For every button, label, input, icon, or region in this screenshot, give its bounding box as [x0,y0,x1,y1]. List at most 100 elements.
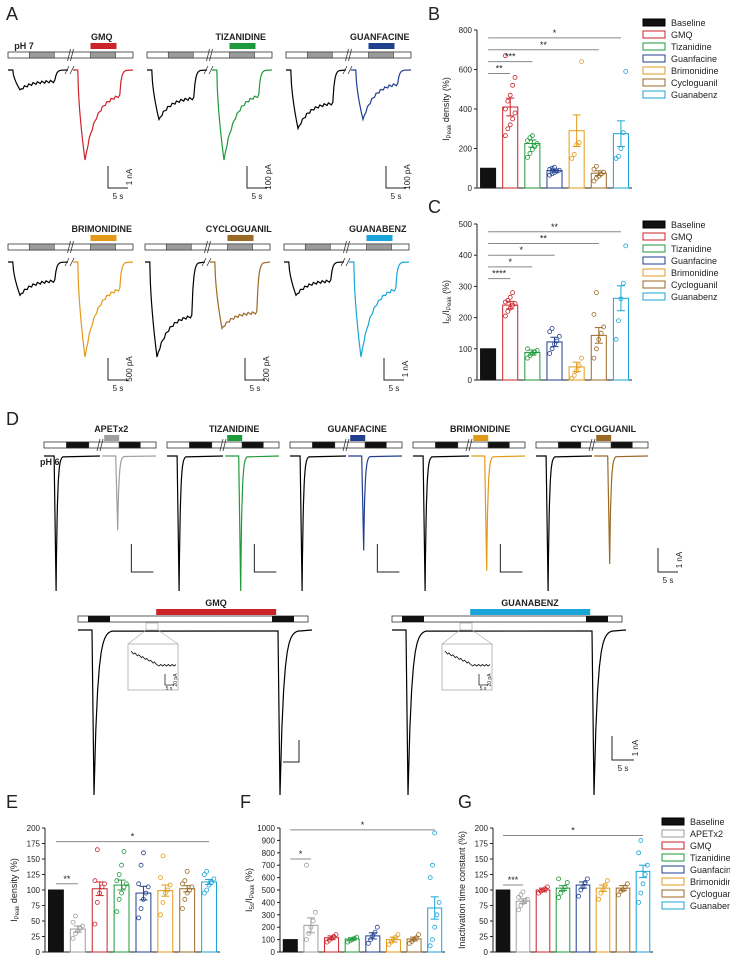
break-mark [206,48,210,62]
bar [157,890,174,953]
data-point [160,853,166,859]
inset-scale-y-label: 20 pA [173,673,179,687]
legend-label: APETx2 [690,829,723,839]
break-mark [209,48,213,62]
ph-protocol-bar [144,243,271,251]
ph-protocol-bar [391,615,623,623]
data-point [97,890,103,896]
bar [91,888,108,953]
data-point [432,830,438,836]
legend-label: Cycloguanil [671,78,718,88]
bar-group-baseline [495,889,511,953]
inset-scale-bar [164,674,174,686]
data-point [571,152,577,157]
legend-swatch [661,901,685,910]
ph-protocol-bar [289,441,403,449]
baseline-trace [286,69,347,131]
data-point [571,372,577,378]
data-point [502,313,508,319]
break-mark [591,438,596,452]
drug-application-bar [229,43,256,49]
y-tick-label: 300 [262,911,276,920]
legend-item-guanabenz: Guanabenz [642,292,718,302]
protocol-pulse [364,441,387,449]
break-mark [67,48,71,62]
bar [515,900,531,953]
significance-label: * [131,832,135,842]
protocol-pulse [586,616,608,622]
data-point [102,881,107,887]
bar-group-cycloguanil [590,163,607,189]
data-point [584,876,590,882]
data-point [512,301,518,306]
data-point [525,138,530,144]
data-point [591,312,597,317]
significance-label: * [361,820,365,830]
scale-bar-x-label: 5 s [250,384,261,393]
data-point [505,298,511,303]
protocol-pulse [28,243,55,251]
protocol-pulse [366,243,392,251]
scale-bar [376,544,400,573]
ph-protocol-bar [166,441,280,449]
data-point [162,890,168,896]
break-mark [64,257,70,267]
scale-bar-y-label: 1 nA [631,739,640,756]
ph-protocol-bar [7,243,134,251]
inset-connector [127,629,147,645]
drug-application-bar [90,235,117,241]
protocol-pulse [227,243,253,251]
y-axis-label: Inactivation time constant (%) [457,831,467,949]
inset-trace [444,650,491,667]
data-point [189,884,195,890]
bar-group-cycloguanil [590,290,607,381]
legend-label: Guanabenz [671,90,718,100]
panel-letter-e: E [6,792,18,812]
data-point [579,59,584,64]
drug-application-bar [156,609,277,615]
significance-label: * [299,849,303,859]
data-point [534,141,540,146]
break-mark [345,257,351,267]
data-point [310,918,316,924]
legend-label: Tizanidine [671,244,712,254]
legend-item-gmq: GMQ [661,841,712,851]
y-tick-label: 100 [262,936,276,945]
bar-group-guanabenz [612,69,629,189]
data-point [516,895,522,900]
data-point [547,172,553,178]
y-tick-label: 900 [262,836,276,845]
ph-protocol-bar [7,51,134,59]
baseline-trace [8,261,69,297]
baseline-trace [413,455,470,592]
scale-bar-x-label: 5 s [113,192,124,201]
scale-bar-x-label: 5 s [113,384,124,393]
data-point [182,896,188,902]
data-point [552,170,557,175]
scale-bar-y-label: 1 nA [125,168,134,185]
protocol-pulse [189,441,213,449]
data-point [92,921,98,927]
y-tick-label: 200 [262,923,276,932]
y-tick-label: 200 [27,824,41,833]
bar [480,167,497,189]
y-tick-label: 200 [459,314,473,323]
legend-item-apetx2: APETx2 [661,829,723,839]
scale-bar-lines [130,544,154,573]
data-point [613,337,619,342]
data-point [593,163,599,169]
drug-trace [348,455,403,551]
inset-box [127,643,179,691]
data-point [547,166,553,172]
data-point [505,308,511,314]
scale-bar-lines [107,358,128,381]
legend-item-tizanidine: Tizanidine [642,244,712,254]
data-point [556,167,562,173]
data-point [73,913,78,919]
legend-swatch [642,256,666,265]
legend-item-brimonidine: Brimonidine [642,268,719,278]
data-point [114,878,120,884]
data-point [436,900,442,905]
protocol-pulse [229,51,255,59]
